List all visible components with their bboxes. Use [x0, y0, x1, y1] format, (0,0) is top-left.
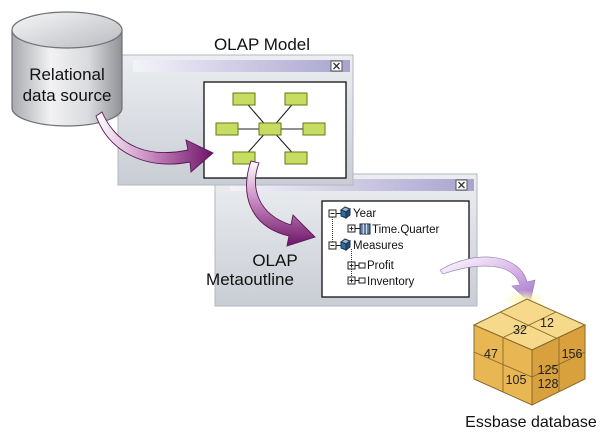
tree-row-profit[interactable]: Profit — [347, 260, 395, 272]
close-icon[interactable] — [455, 179, 468, 191]
cube-cell: 47 — [484, 347, 498, 361]
tree-row-measures[interactable]: Measures — [328, 238, 404, 252]
model-node[interactable] — [258, 122, 282, 136]
model-node[interactable] — [302, 122, 326, 136]
close-icon[interactable] — [330, 60, 343, 72]
metaoutline-label-line1: OLAP — [252, 251, 297, 270]
cube-cell: 156 — [562, 347, 583, 361]
model-nodes — [215, 92, 326, 165]
model-node[interactable] — [284, 92, 308, 106]
relational-label-line2: data source — [23, 86, 112, 105]
tree-row-time-quarter[interactable]: Time.Quarter — [347, 223, 439, 236]
cube-cell: 32 — [513, 323, 527, 337]
tree-label: Year — [353, 208, 376, 220]
member-icon — [358, 262, 366, 269]
model-node[interactable] — [215, 122, 239, 136]
relational-data-source-cylinder: Relational data source — [11, 11, 123, 127]
model-node[interactable] — [284, 151, 308, 165]
member-icon — [358, 277, 366, 284]
olap-model-title: OLAP Model — [214, 35, 310, 54]
model-titlebar — [133, 60, 350, 72]
cube-dimension-icon — [339, 206, 352, 219]
essbase-database-cube: 32 12 47 156 105 125 128 Essbase databas… — [465, 290, 597, 431]
tree-label: Inventory — [367, 276, 415, 288]
cube-cell: 12 — [540, 316, 554, 330]
tree-label: Measures — [353, 240, 404, 252]
cube-cell: 105 — [506, 373, 527, 387]
model-node[interactable] — [232, 92, 256, 106]
olap-metaoutline-window: Year Time.Quarter Measures — [206, 173, 478, 307]
time-column-icon — [359, 223, 371, 235]
tree-row-inventory[interactable]: Inventory — [347, 276, 415, 288]
cube-cell: 125 — [538, 363, 559, 377]
tree-label: Time.Quarter — [372, 224, 439, 236]
tree-row-year[interactable]: Year — [328, 206, 376, 220]
metaoutline-label-line2: Metaoutline — [206, 270, 294, 289]
essbase-caption: Essbase database — [465, 414, 597, 431]
arrow-model-to-metaoutline — [246, 160, 316, 247]
cube-cell: 128 — [538, 377, 559, 391]
relational-label-line1: Relational — [29, 65, 105, 84]
cube-dimension-icon — [339, 238, 352, 251]
model-node[interactable] — [232, 151, 256, 165]
arrow-source-to-model — [95, 111, 214, 173]
tree-label: Profit — [367, 260, 395, 272]
